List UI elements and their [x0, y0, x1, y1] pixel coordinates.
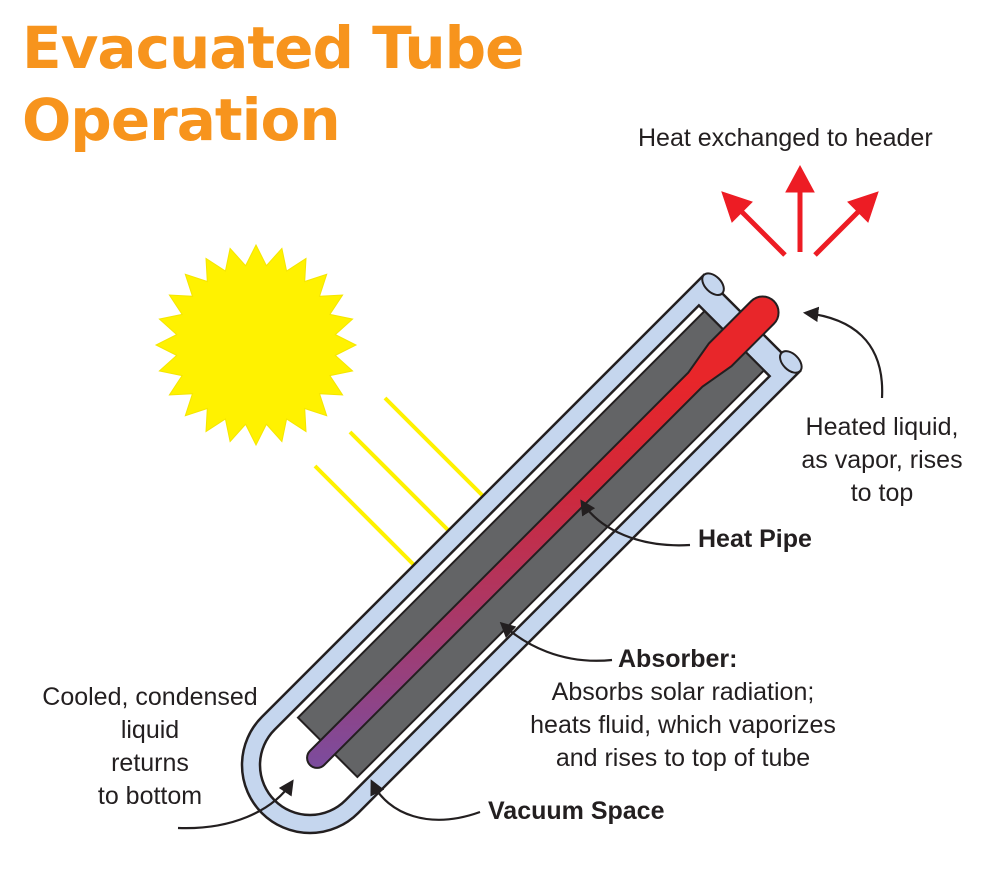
- heat-exchanged-label: Heat exchanged to header: [638, 124, 933, 152]
- heat-arrows: [721, 164, 879, 257]
- heat-arrow-head: [721, 191, 753, 223]
- absorber-label: Absorber:: [618, 645, 737, 673]
- sun-ray: [313, 464, 420, 571]
- heat-arrow: [736, 206, 787, 257]
- sun-ray: [348, 430, 458, 540]
- diagram-title-line1: Evacuated Tube: [22, 14, 524, 82]
- heated-liquid-label-line1: Heated liquid,: [806, 413, 959, 441]
- heat-arrow-head: [785, 164, 815, 193]
- absorber-desc-line1: Absorbs solar radiation;: [552, 678, 815, 706]
- cooled-liquid-line1: Cooled, condensed: [42, 683, 257, 711]
- outer-glass-lip: [701, 272, 725, 296]
- heated-liquid-label-line3: to top: [851, 479, 914, 507]
- heat-arrow-head: [847, 191, 879, 223]
- vacuum-space-label: Vacuum Space: [488, 797, 665, 825]
- absorber-desc-line2: heats fluid, which vaporizes: [530, 711, 836, 739]
- absorber-desc-line3: and rises to top of tube: [556, 744, 810, 772]
- sun-icon: [154, 243, 358, 447]
- cooled-liquid-line2: liquid: [121, 716, 179, 744]
- cooled-liquid-leader: [177, 779, 294, 830]
- outer-glass-lip: [779, 350, 803, 374]
- cooled-liquid-line4: to bottom: [98, 782, 202, 810]
- sun-ray: [383, 396, 492, 505]
- heat-pipe: [306, 295, 780, 769]
- heat-arrow: [813, 206, 864, 257]
- heated-liquid-leader: [802, 306, 884, 399]
- diagram-title-line2: Operation: [22, 86, 340, 154]
- heated-liquid-label-line2: as vapor, rises: [801, 446, 962, 474]
- absorber-leader: [499, 621, 613, 662]
- heat-pipe-label: Heat Pipe: [698, 525, 812, 553]
- vacuum-space-leader: [370, 779, 481, 821]
- cooled-liquid-line3: returns: [111, 749, 189, 777]
- evacuated-tube: [240, 272, 803, 835]
- heat-pipe-leader: [580, 499, 691, 547]
